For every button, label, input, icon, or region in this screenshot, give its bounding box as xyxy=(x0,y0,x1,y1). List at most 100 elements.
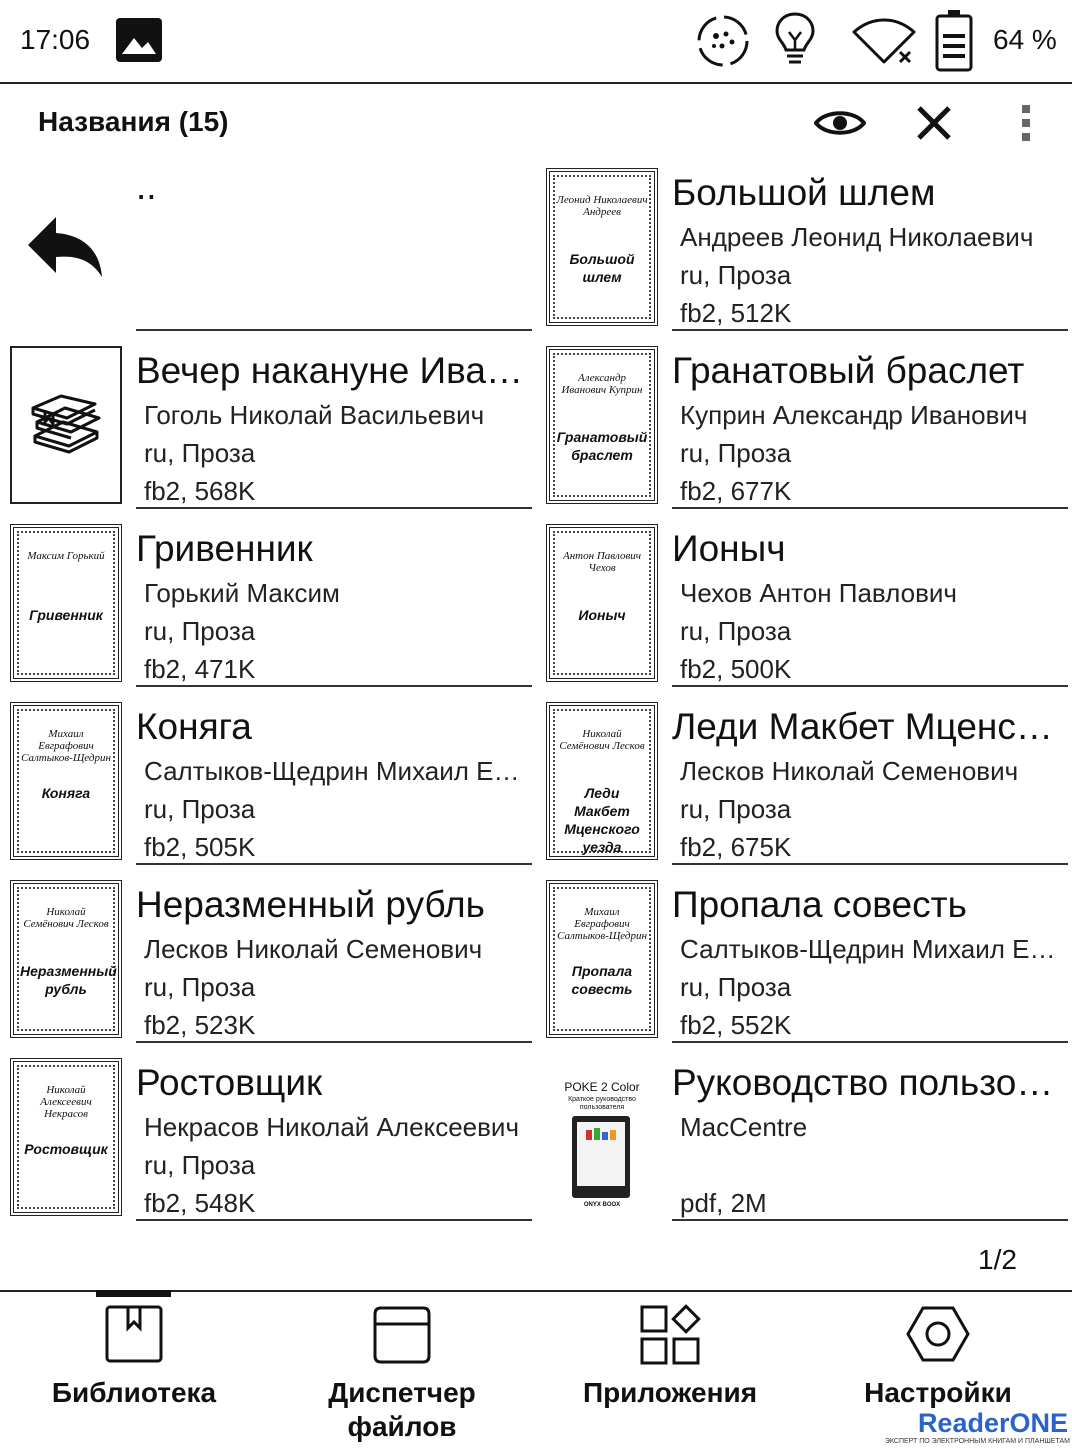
book-cover[interactable]: Николай Семёнович Лесков Леди Макбет Мце… xyxy=(546,702,658,860)
book-info: Гривенник Горький Максим ru, Проза fb2, … xyxy=(136,522,532,687)
book-author: Горький Максим xyxy=(144,578,340,608)
book-format-size: fb2, 471K xyxy=(144,654,256,684)
apps-grid-icon xyxy=(536,1304,804,1366)
cover-brand: ONYX BOOX xyxy=(583,1202,621,1208)
cover-title: Коняга xyxy=(41,785,91,801)
book-item[interactable]: Максим Горький Гривенник Гривенник Горьк… xyxy=(0,522,536,700)
books-stack-icon[interactable] xyxy=(10,346,122,504)
book-format-size: fb2, 548K xyxy=(144,1188,256,1218)
cover-author: Михаил Евграфович Салтыков-Щедрин xyxy=(557,906,647,942)
cover-subtitle: Краткое руководство пользователя xyxy=(568,1096,636,1111)
watermark-logo: ReaderONE xyxy=(918,1408,1068,1439)
book-item[interactable]: Михаил Евграфович Салтыков-Щедрин Пропал… xyxy=(536,878,1072,1056)
book-cover[interactable]: Николай Семёнович Лесков Неразменный руб… xyxy=(10,880,122,1038)
readerone-watermark: ReaderONE ЭКСПЕРТ ПО ЭЛЕКТРОННЫМ КНИГАМ … xyxy=(885,1408,1072,1448)
book-title: Вечер накануне Ивана ... xyxy=(136,350,528,391)
book-cover[interactable]: Антон Павлович Чехов Ионыч xyxy=(546,524,658,682)
book-author: Чехов Антон Павлович xyxy=(680,578,957,608)
book-cover[interactable]: POKE 2 Color Краткое руководство пользов… xyxy=(546,1058,658,1216)
book-language-genre: ru, Проза xyxy=(144,616,256,646)
library-header: Названия (15) xyxy=(0,84,1072,164)
book-title: Неразменный рубль xyxy=(136,884,485,925)
page-indicator[interactable]: 1/2 xyxy=(978,1244,1017,1275)
book-item[interactable]: Николай Семёнович Лесков Леди Макбет Мце… xyxy=(536,700,1072,878)
close-icon[interactable] xyxy=(906,98,962,148)
nav-library[interactable]: Библиотека xyxy=(0,1292,268,1450)
parent-folder-item[interactable]: .. xyxy=(0,166,536,344)
book-item[interactable]: Александр Иванович Куприн Гранатовый бра… xyxy=(536,344,1072,522)
book-info: Ростовщик Некрасов Николай Алексеевич ru… xyxy=(136,1056,532,1221)
book-language-genre: ru, Проза xyxy=(680,794,792,824)
book-item[interactable]: Леонид Николаевич Андреев Большой шлем Б… xyxy=(536,166,1072,344)
watermark-tagline: ЭКСПЕРТ ПО ЭЛЕКТРОННЫМ КНИГАМ И ПЛАНШЕТА… xyxy=(884,1438,1070,1445)
book-title: Ионыч xyxy=(672,528,786,569)
book-author: Лесков Николай Семенович xyxy=(144,934,483,964)
book-cover[interactable]: Леонид Николаевич Андреев Большой шлем xyxy=(546,168,658,326)
cover-title: POKE 2 Color xyxy=(564,1080,640,1094)
nav-label: Настройки xyxy=(864,1377,1012,1408)
cover-title: Ионыч xyxy=(578,607,626,623)
book-author: Гоголь Николай Васильевич xyxy=(144,400,485,430)
nav-label: Приложения xyxy=(582,1377,758,1408)
book-format-size: pdf, 2M xyxy=(680,1188,767,1218)
book-format-size: fb2, 500K xyxy=(680,654,792,684)
device-image xyxy=(572,1116,630,1198)
watermark-logo-reader: Reader xyxy=(917,1408,1010,1438)
book-language-genre: ru, Проза xyxy=(680,972,792,1002)
book-cover[interactable]: Максим Горький Гривенник xyxy=(10,524,122,682)
cover-title: Леди Макбет Мценского уезда xyxy=(564,785,640,855)
book-author: MacCentre xyxy=(680,1112,808,1142)
watermark-logo-one: ONE xyxy=(1009,1408,1068,1438)
back-arrow-icon[interactable] xyxy=(10,168,122,326)
gallery-icon[interactable] xyxy=(114,16,164,69)
book-cover[interactable]: Михаил Евграфович Салтыков-Щедрин Пропал… xyxy=(546,880,658,1038)
cover-title: Неразменный рубль xyxy=(20,963,117,997)
book-info: Гранатовый браслет Куприн Александр Иван… xyxy=(672,344,1068,509)
active-tab-indicator xyxy=(96,1290,171,1297)
book-title: Леди Макбет Мценског... xyxy=(672,706,1064,747)
cover-author: Леонид Николаевич Андреев xyxy=(556,194,648,218)
book-info: Руководство пользоват... MacCentre pdf, … xyxy=(672,1056,1068,1221)
cover-author: Николай Семёнович Лесков xyxy=(559,728,645,752)
nav-label: Диспетчер файлов xyxy=(328,1377,476,1442)
book-item[interactable]: Михаил Евграфович Салтыков-Щедрин Коняга… xyxy=(0,700,536,878)
nav-file-manager[interactable]: Диспетчер файлов xyxy=(268,1292,536,1450)
book-title: .. xyxy=(136,166,157,207)
refresh-sync-icon[interactable] xyxy=(694,12,752,75)
book-item[interactable]: Николай Семёнович Лесков Неразменный руб… xyxy=(0,878,536,1056)
book-item[interactable]: Антон Павлович Чехов Ионыч Ионыч Чехов А… xyxy=(536,522,1072,700)
cover-title: Гранатовый браслет xyxy=(556,429,648,463)
book-item[interactable]: Николай Алексеевич Некрасов Ростовщик Ро… xyxy=(0,1056,536,1234)
book-format-size: fb2, 505K xyxy=(144,832,256,862)
book-title: Пропала совесть xyxy=(672,884,967,925)
book-info: Ионыч Чехов Антон Павлович ru, Проза fb2… xyxy=(672,522,1068,687)
nav-settings[interactable]: Настройки xyxy=(804,1292,1072,1450)
nav-label: Библиотека xyxy=(51,1377,217,1408)
book-info: Неразменный рубль Лесков Николай Семенов… xyxy=(136,878,532,1043)
book-format-size: fb2, 675K xyxy=(680,832,792,862)
book-title: Гривенник xyxy=(136,528,313,569)
more-vert-icon[interactable] xyxy=(998,98,1054,148)
clock: 17:06 xyxy=(20,24,91,55)
book-language-genre: ru, Проза xyxy=(144,438,256,468)
eye-icon[interactable] xyxy=(812,98,868,148)
book-info: Большой шлем Андреев Леонид Николаевич r… xyxy=(672,166,1068,331)
book-title: Руководство пользоват... xyxy=(672,1062,1064,1103)
book-language-genre: ru, Проза xyxy=(144,972,256,1002)
battery-icon xyxy=(934,8,974,77)
book-item[interactable]: POKE 2 Color Краткое руководство пользов… xyxy=(536,1056,1072,1234)
book-language-genre: ru, Проза xyxy=(680,616,792,646)
book-format-size: fb2, 568K xyxy=(144,476,256,506)
nav-apps[interactable]: Приложения xyxy=(536,1292,804,1450)
wifi-off-icon[interactable] xyxy=(850,16,918,71)
cover-title: Гривенник xyxy=(29,607,103,623)
book-cover[interactable]: Николай Алексеевич Некрасов Ростовщик xyxy=(10,1058,122,1216)
frontlight-icon[interactable] xyxy=(772,10,818,75)
file-manager-icon xyxy=(268,1304,536,1366)
bottom-nav: Библиотека Диспетчер файлов Приложения Н… xyxy=(0,1290,1072,1450)
book-author: Салтыков-Щедрин Михаил Евграф... xyxy=(680,934,1060,964)
book-item[interactable]: Вечер накануне Ивана ... Гоголь Николай … xyxy=(0,344,536,522)
book-language-genre: ru, Проза xyxy=(144,794,256,824)
book-cover[interactable]: Михаил Евграфович Салтыков-Щедрин Коняга xyxy=(10,702,122,860)
book-cover[interactable]: Александр Иванович Куприн Гранатовый бра… xyxy=(546,346,658,504)
